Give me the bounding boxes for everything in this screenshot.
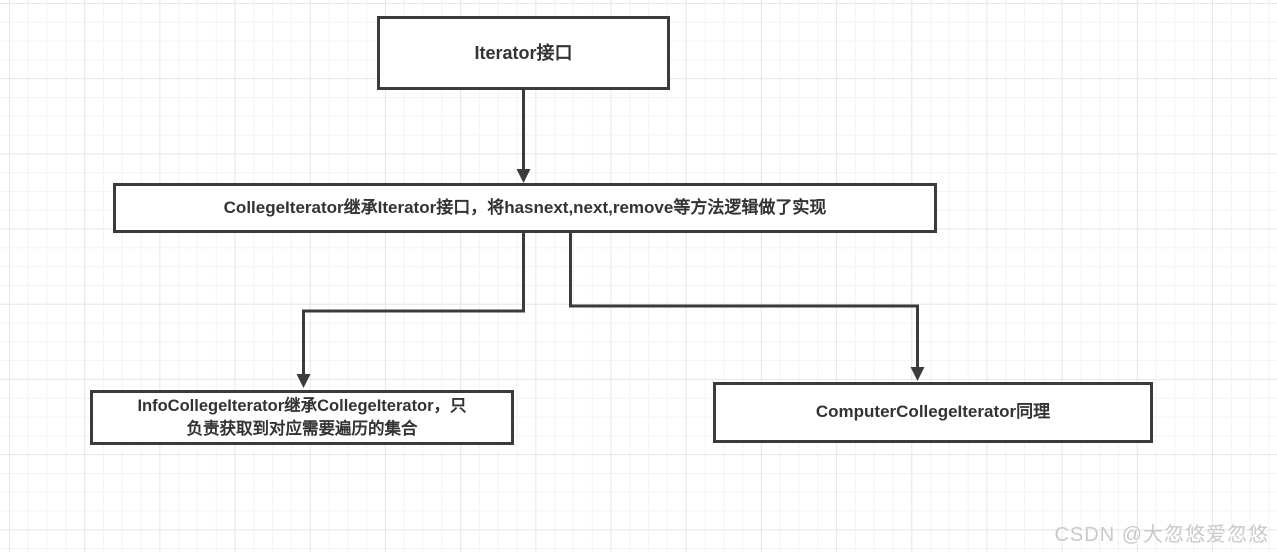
node-info-college-iterator: InfoCollegeIterator继承CollegeIterator，只 负… — [90, 390, 514, 445]
node-college-iterator: CollegeIterator继承Iterator接口，将hasnext,nex… — [113, 183, 937, 233]
label-line-2: 负责获取到对应需要遍历的集合 — [186, 419, 418, 438]
node-computer-college-iterator-label: ComputerCollegeIterator同理 — [815, 402, 1051, 422]
node-iterator-label: Iterator接口 — [474, 42, 573, 63]
edge-college-to-info — [296, 233, 525, 388]
node-iterator-interface: Iterator接口 — [377, 16, 670, 90]
edge-college-to-computer — [569, 233, 925, 381]
node-computer-college-iterator: ComputerCollegeIterator同理 — [713, 382, 1153, 443]
node-info-college-iterator-label: InfoCollegeIterator继承CollegeIterator，只 负… — [137, 395, 466, 440]
csdn-watermark: CSDN @大忽悠爱忽悠 — [1054, 524, 1269, 546]
edge-iterator-to-college — [516, 90, 531, 183]
label-line-1: InfoCollegeIterator继承CollegeIterator，只 — [137, 397, 467, 416]
node-college-iterator-label: CollegeIterator继承Iterator接口，将hasnext,nex… — [223, 197, 827, 217]
